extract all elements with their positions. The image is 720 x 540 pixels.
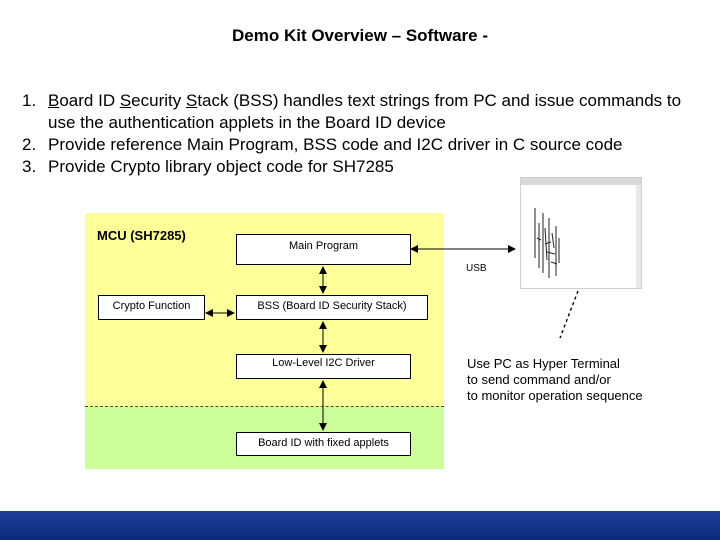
bullet-number: 3. — [22, 157, 37, 176]
slide-title: Demo Kit Overview – Software - — [231, 26, 489, 45]
bullet-text: oard ID — [59, 91, 120, 110]
main-program-label: Main Program — [288, 240, 359, 252]
bullet-text: Provide reference Main Program, BSS code… — [48, 135, 623, 154]
hyper-terminal-screenshot — [520, 177, 642, 289]
bss-label: BSS (Board ID Security Stack) — [257, 300, 407, 312]
bullet-list: 1.Board ID Security Stack (BSS) handles … — [22, 90, 702, 178]
bullet-text: tack (BSS) handles text strings from PC … — [48, 91, 682, 132]
bullet-text: ecurity — [131, 91, 186, 110]
bullet-item: 1.Board ID Security Stack (BSS) handles … — [22, 90, 702, 134]
pc-note-line3: to monitor operation sequence — [467, 388, 643, 403]
main-program-box: Main Program — [236, 234, 411, 265]
pc-note: Use PC as Hyper Terminal to send command… — [467, 356, 643, 404]
pc-note-line2: to send command and/or — [467, 372, 611, 387]
low-level-driver-label: Low-Level I2C Driver — [272, 357, 375, 369]
terminal-titlebar — [521, 178, 641, 185]
bullet-item: 3. Provide Crypto library object code for… — [22, 156, 702, 178]
bullet-text: Provide Crypto library object code for S… — [48, 157, 394, 176]
bullet-number: 2. — [22, 135, 37, 154]
bullet-item: 2. Provide reference Main Program, BSS co… — [22, 134, 702, 156]
pc-note-line1: Use PC as Hyper Terminal — [467, 356, 620, 371]
crypto-function-box: Crypto Function — [98, 295, 205, 320]
terminal-scrollbar — [636, 185, 641, 288]
low-level-driver-box: Low-Level I2C Driver — [236, 354, 411, 379]
bss-box: BSS (Board ID Security Stack) — [236, 295, 428, 320]
bullet-text: S — [119, 91, 132, 110]
zone-divider — [85, 406, 444, 407]
screen-pointer-line — [559, 290, 579, 339]
bullet-number: 1. — [22, 91, 37, 110]
crypto-function-label: Crypto Function — [112, 300, 191, 312]
mcu-label: MCU (SH7285) — [97, 228, 186, 243]
board-id-box: Board ID with fixed applets — [236, 432, 411, 456]
footer-bar — [0, 511, 720, 540]
bullet-text: B — [48, 91, 60, 110]
board-id-label: Board ID with fixed applets — [258, 437, 389, 449]
bullet-text: S — [185, 91, 198, 110]
usb-label: USB — [466, 263, 487, 274]
terminal-output-graphic — [534, 208, 560, 278]
